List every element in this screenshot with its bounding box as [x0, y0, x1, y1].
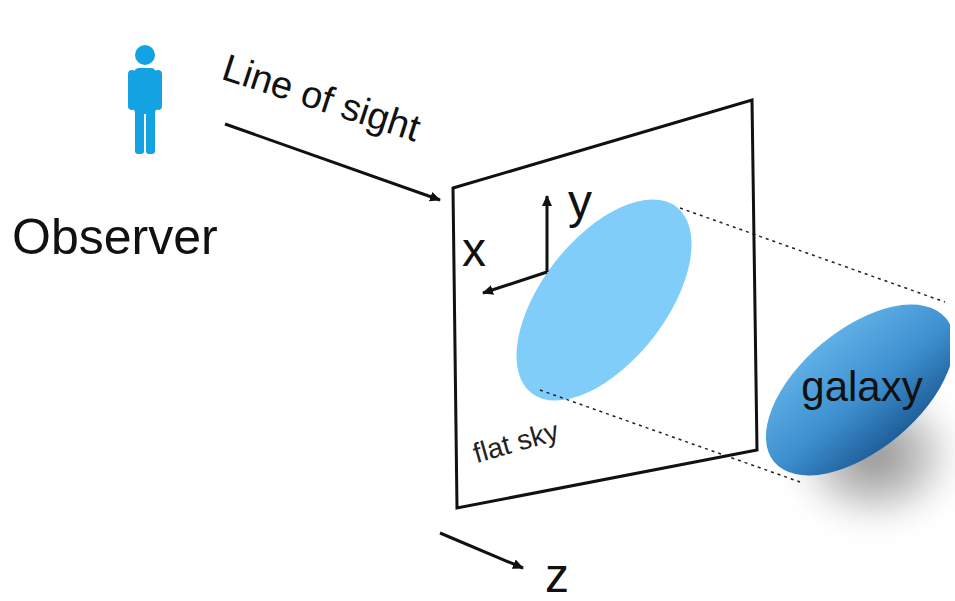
plane-label: flat sky	[470, 417, 561, 468]
plane-outline	[453, 100, 757, 508]
x-axis	[483, 272, 547, 293]
galaxy-ellipse: galaxy	[760, 292, 950, 482]
y-axis	[546, 196, 549, 272]
observer-label: Observer	[12, 212, 218, 262]
axis-label: z	[545, 552, 569, 600]
z-axis	[440, 533, 523, 568]
axis-label: y	[568, 178, 592, 226]
galaxy-label: galaxy	[801, 366, 922, 408]
axis-label: x	[462, 226, 486, 274]
projection-line	[680, 208, 945, 302]
sky-plane: flat sky	[450, 98, 762, 512]
projected-ellipse	[482, 169, 725, 431]
observer-icon	[128, 45, 162, 154]
galaxy-body	[760, 292, 950, 482]
